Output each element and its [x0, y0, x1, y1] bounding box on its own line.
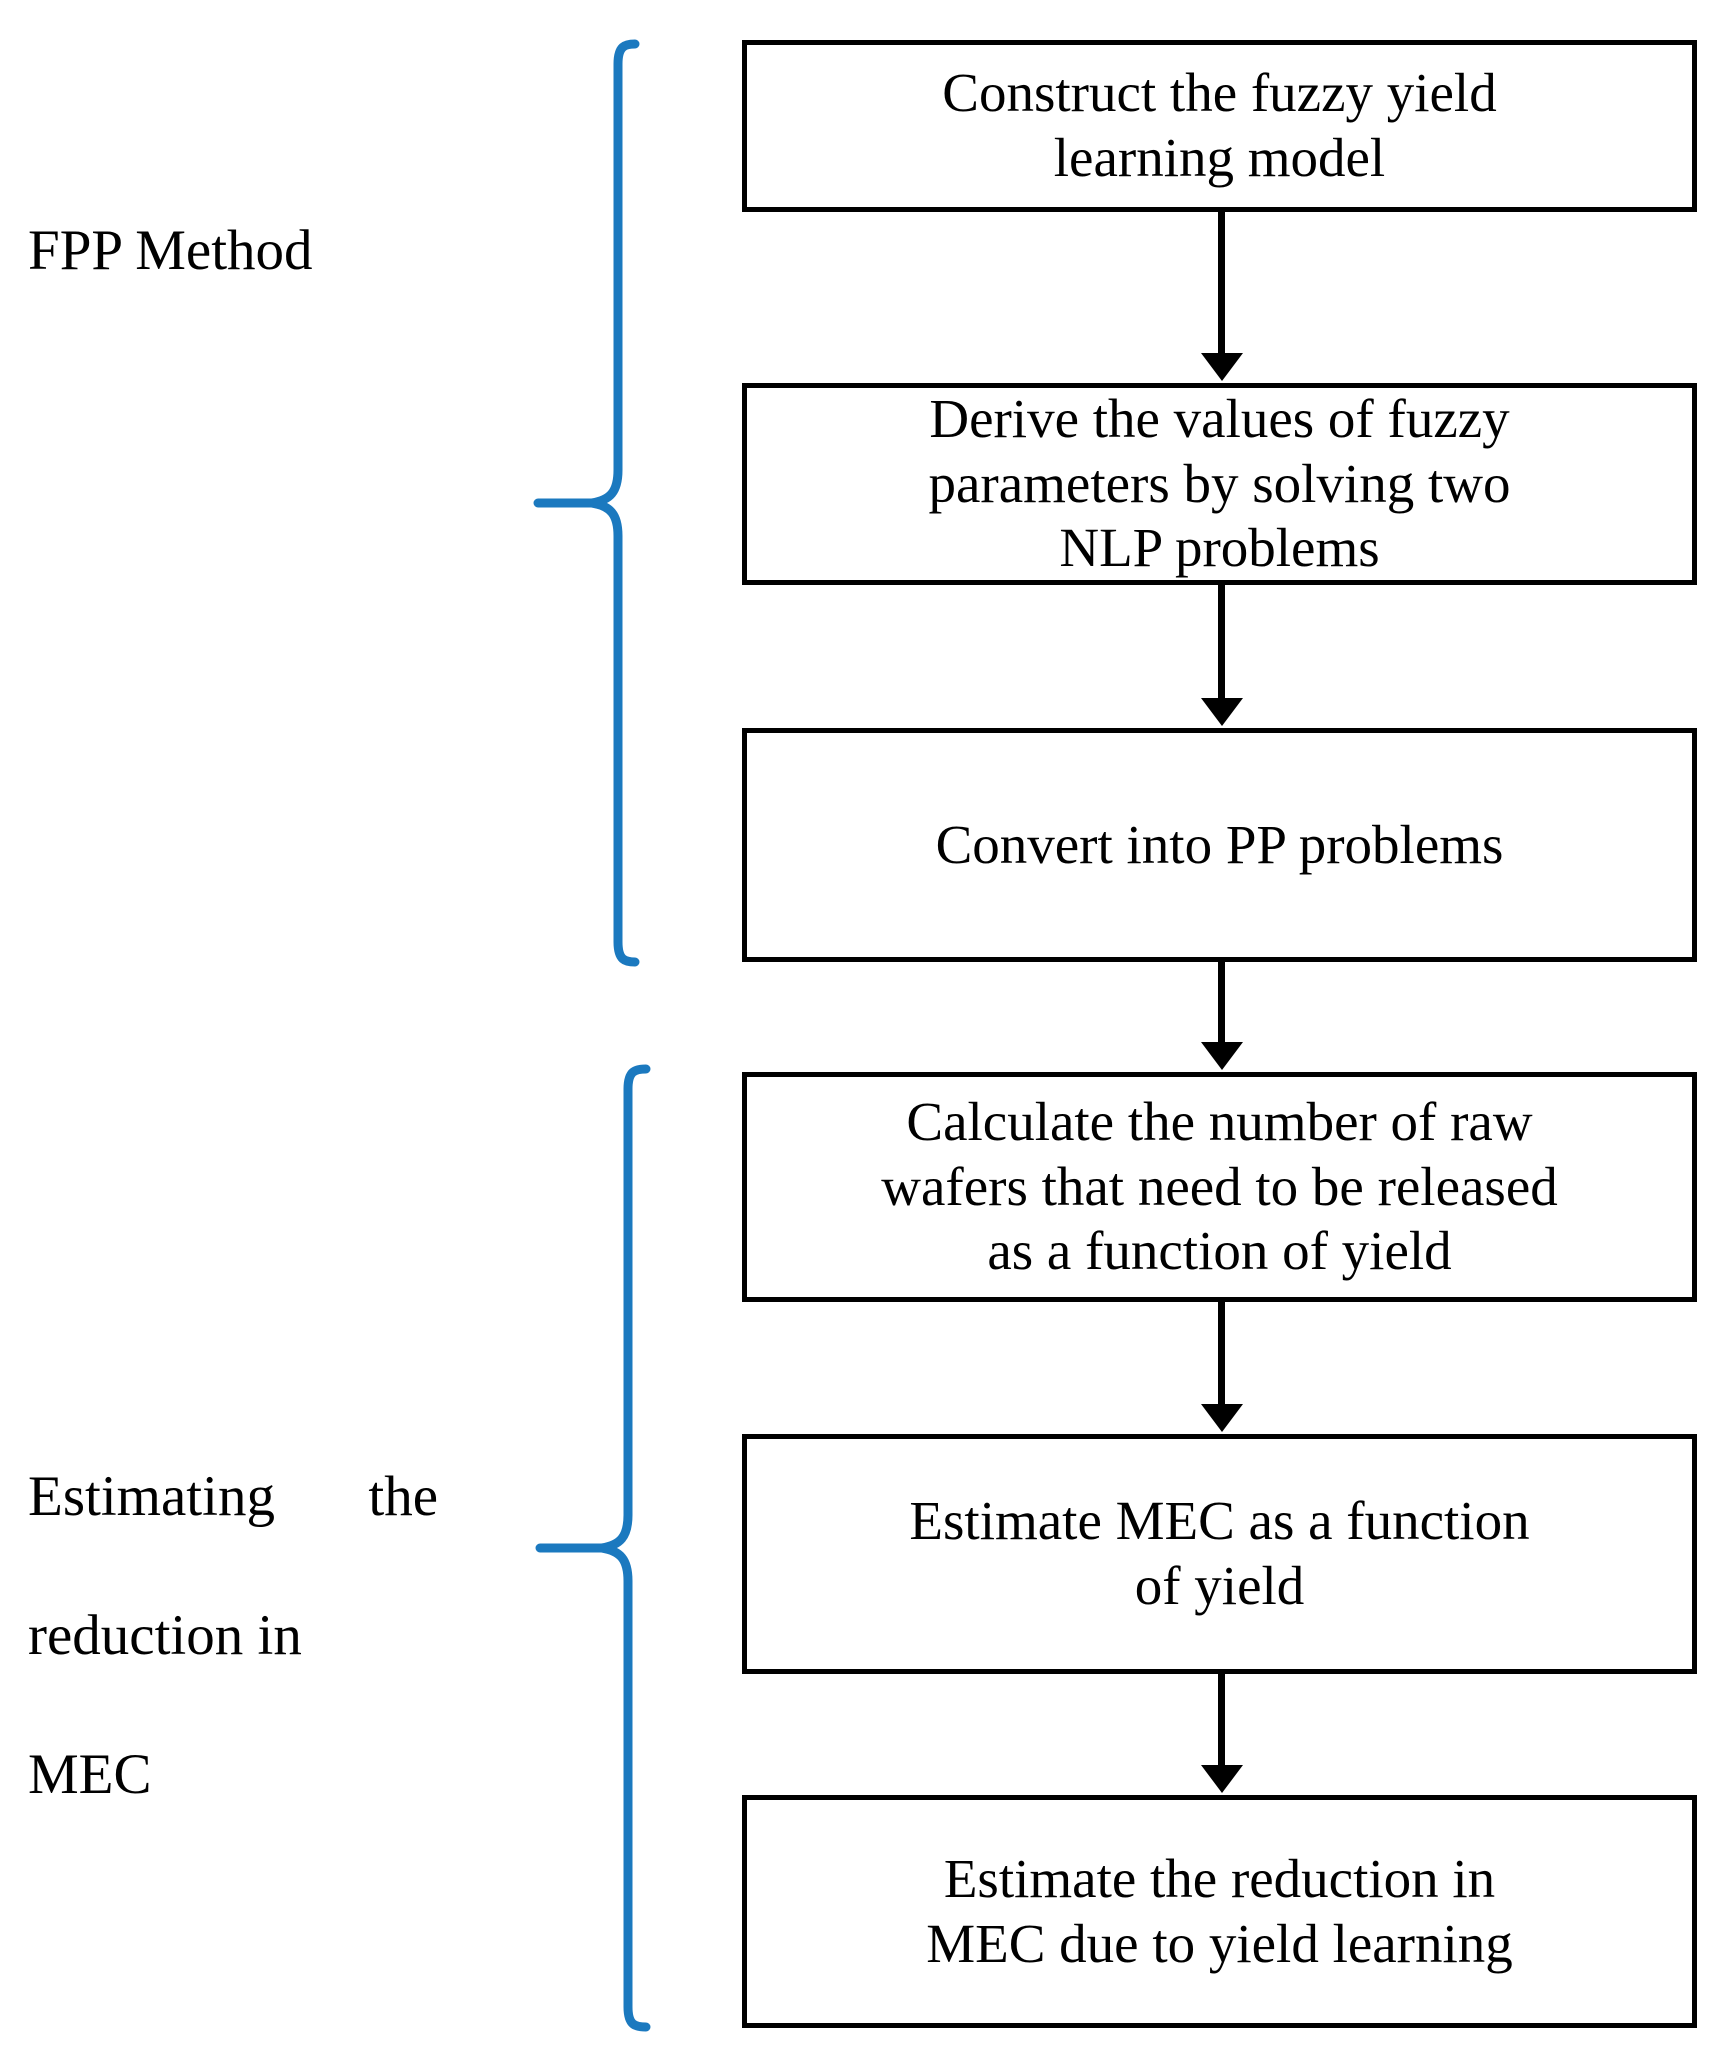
node-derive-parameters-text: Derive the values of fuzzy parameters by…	[928, 387, 1511, 579]
node-construct-model[interactable]: Construct the fuzzy yield learning model	[742, 40, 1697, 212]
brace-mec-path	[535, 1064, 651, 2032]
node-calculate-wafers[interactable]: Calculate the number of raw wafers that …	[742, 1072, 1697, 1302]
node-estimate-mec-text: Estimate MEC as a function of yield	[909, 1490, 1530, 1616]
group-label-mec-line-1: Estimating the	[28, 1464, 438, 1528]
node-estimate-reduction-text: Estimate the reduction in MEC due to yie…	[926, 1847, 1513, 1974]
group-label-fpp: FPP Method	[28, 219, 313, 282]
arrow-derive-to-convert	[1218, 585, 1225, 700]
node-convert-pp[interactable]: Convert into PP problems	[742, 728, 1697, 962]
arrow-calculate-to-estimate-mec	[1218, 1302, 1225, 1406]
node-construct-model-text: Construct the fuzzy yield learning model	[942, 62, 1497, 188]
node-calculate-wafers-text: Calculate the number of raw wafers that …	[881, 1090, 1558, 1282]
brace-mec	[535, 1064, 651, 2032]
arrow-estimate-mec-to-reduction	[1218, 1674, 1225, 1767]
brace-fpp-path	[533, 39, 640, 967]
node-estimate-reduction[interactable]: Estimate the reduction in MEC due to yie…	[742, 1795, 1697, 2028]
group-label-mec-line-3: MEC	[28, 1742, 152, 1806]
group-label-mec-line-2: reduction in	[28, 1603, 302, 1667]
node-convert-pp-text: Convert into PP problems	[935, 813, 1504, 875]
brace-fpp	[533, 39, 640, 967]
group-label-mec: Estimating the reduction in MEC	[28, 1392, 438, 1879]
arrow-construct-to-derive	[1218, 212, 1225, 355]
node-estimate-mec[interactable]: Estimate MEC as a function of yield	[742, 1434, 1697, 1674]
arrow-convert-to-calculate	[1218, 962, 1225, 1044]
node-derive-parameters[interactable]: Derive the values of fuzzy parameters by…	[742, 383, 1697, 585]
